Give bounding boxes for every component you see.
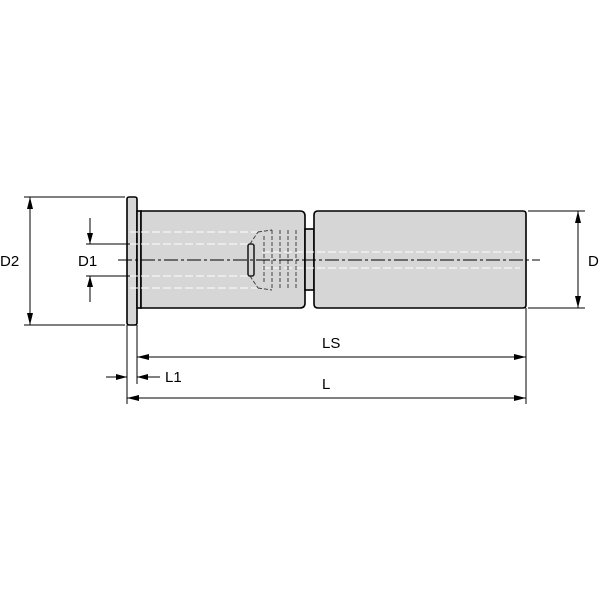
dim-D1: D1: [78, 218, 130, 302]
dim-L: L: [127, 376, 526, 401]
neck: [304, 228, 315, 291]
dim-D2: D2: [0, 196, 125, 326]
label-D: D: [588, 253, 599, 270]
label-D1: D1: [78, 253, 97, 270]
body-segment-1: [140, 210, 306, 309]
label-LS: LS: [322, 335, 340, 352]
dim-LS: LS: [137, 335, 526, 360]
label-L: L: [322, 376, 330, 393]
flange: [126, 196, 138, 326]
dim-D: D: [528, 210, 599, 309]
dim-L1: L1: [106, 369, 182, 386]
body-segment-2: [313, 210, 527, 309]
label-L1: L1: [165, 369, 182, 386]
part-body: [126, 196, 527, 326]
label-D2: D2: [0, 253, 19, 270]
